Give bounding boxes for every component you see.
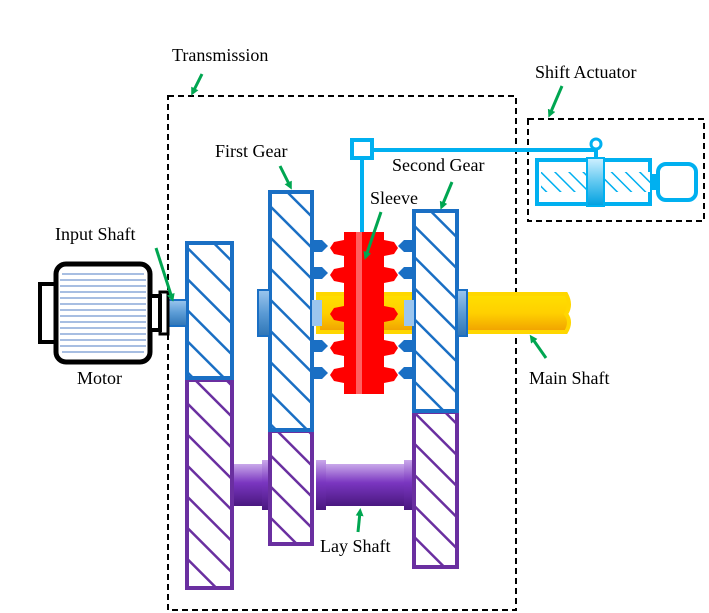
label-main-shaft: Main Shaft: [529, 368, 610, 388]
label-input-shaft: Input Shaft: [55, 224, 136, 244]
shift-linkage: [350, 137, 603, 232]
label-shift-actuator: Shift Actuator: [535, 62, 637, 82]
first-gear-hub: [257, 289, 271, 337]
arrow-transmission: [191, 73, 204, 96]
arrow-sleeve: [363, 211, 383, 260]
label-motor: Motor: [77, 368, 122, 388]
label-transmission: Transmission: [172, 45, 268, 65]
first-gear-dog-teeth: [312, 240, 328, 379]
second-gear-dog-teeth: [398, 240, 414, 379]
input-shaft: [158, 290, 188, 336]
label-first-gear: First Gear: [215, 141, 287, 161]
arrow-shift-actuator: [547, 85, 564, 118]
label-second-gear: Second Gear: [392, 155, 484, 175]
shift-actuator-box: [527, 118, 705, 222]
input-gear: [185, 241, 234, 380]
second-lay-gear: [412, 410, 459, 569]
synchro-hub-right: [404, 300, 414, 326]
sleeve: [330, 232, 398, 394]
arrow-input-shaft: [154, 247, 175, 302]
arrow-lay-shaft: [355, 508, 364, 533]
lay-shaft: [232, 460, 414, 510]
arrow-main-shaft: [529, 334, 548, 359]
pointer-arrows: [154, 73, 564, 533]
arrow-first-gear: [278, 165, 292, 190]
first-lay-gear: [268, 429, 314, 546]
synchro-hub: [312, 300, 322, 326]
second-gear: [412, 209, 459, 413]
arrow-second-gear: [439, 181, 454, 210]
transmission-box: [167, 95, 517, 611]
second-gear-hub: [456, 289, 468, 337]
label-sleeve: Sleeve: [370, 188, 418, 208]
shift-actuator: [535, 157, 698, 207]
first-gear: [268, 190, 314, 432]
label-lay-shaft: Lay Shaft: [320, 536, 390, 556]
motor: [38, 261, 162, 365]
input-driven-lay-gear: [185, 378, 234, 590]
